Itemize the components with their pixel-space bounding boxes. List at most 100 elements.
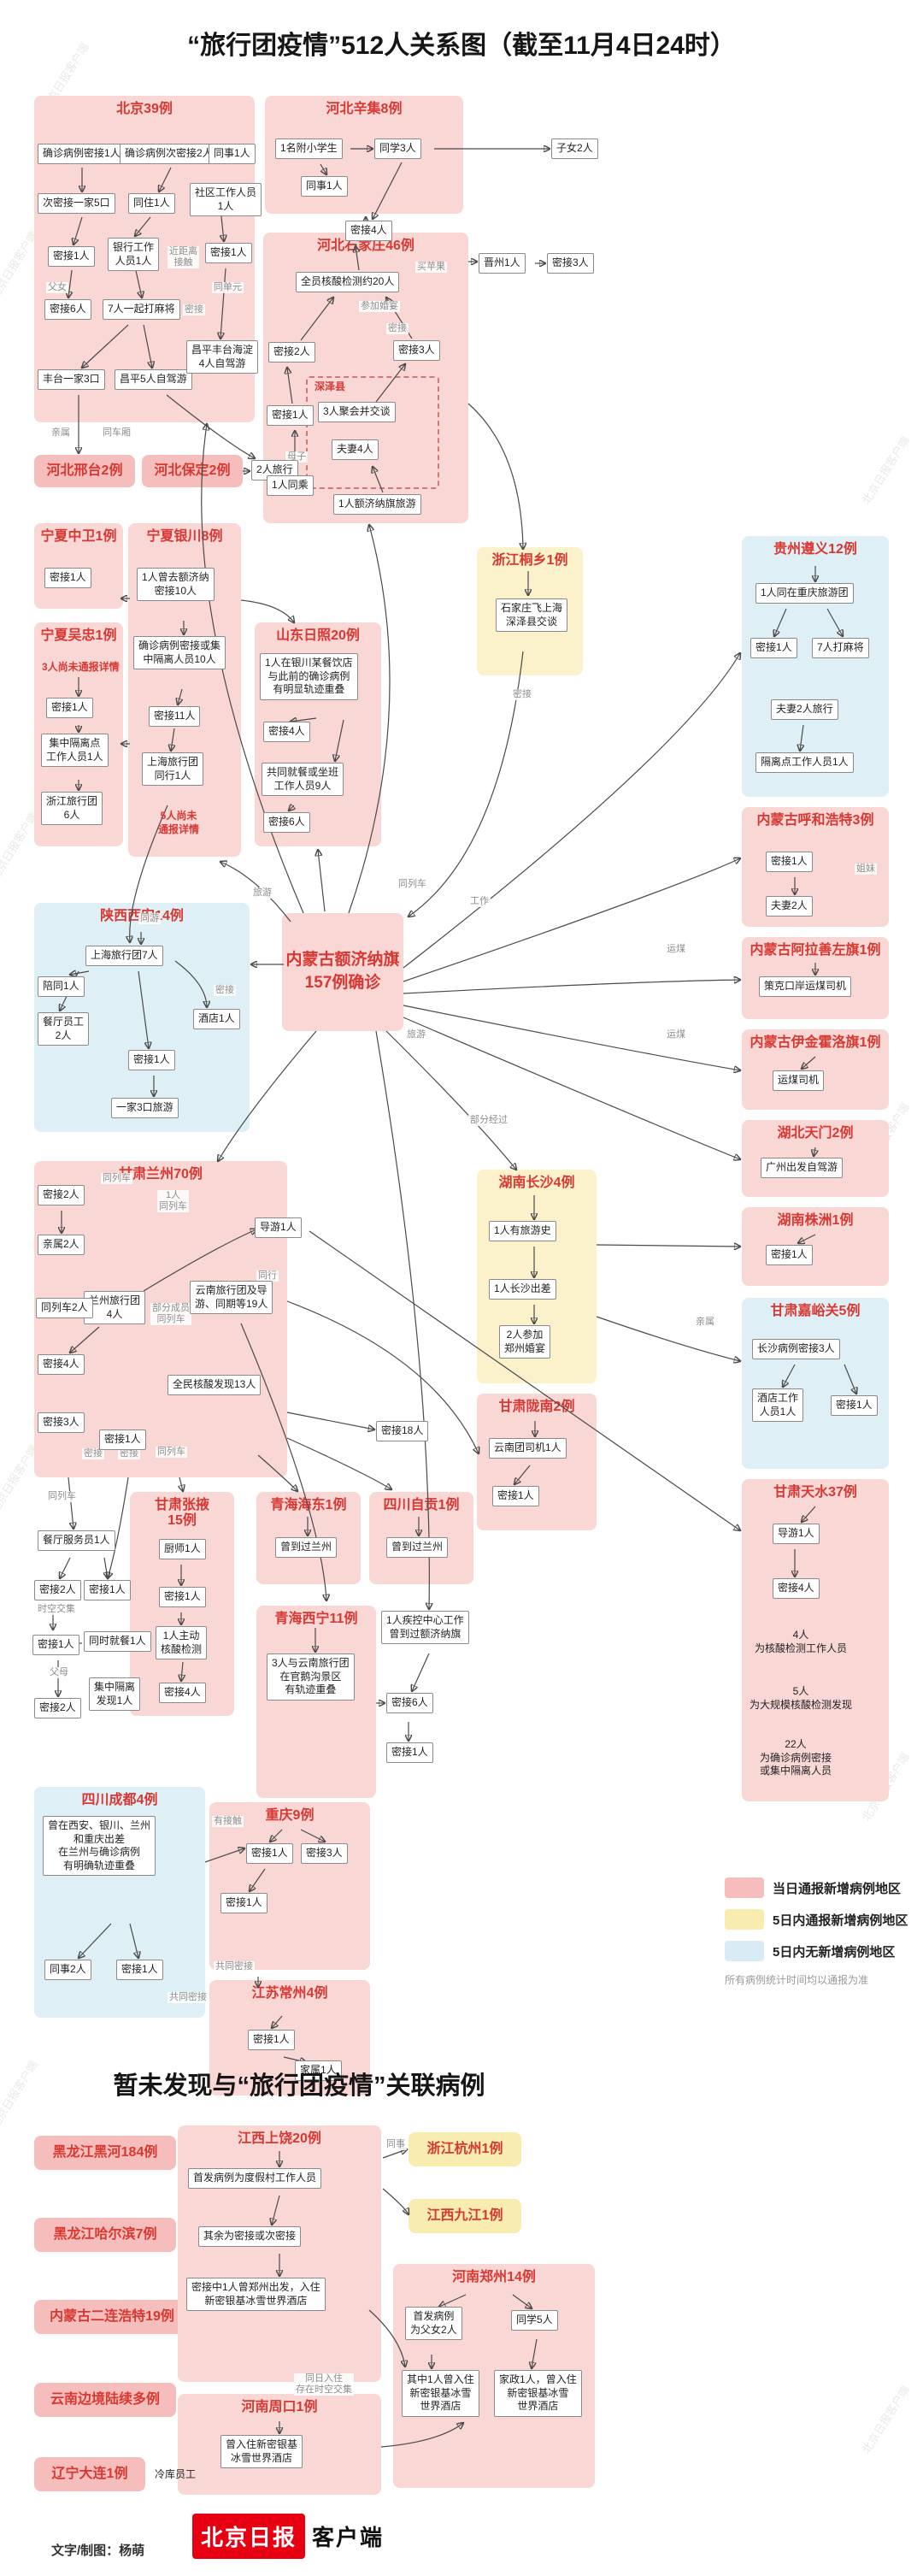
case-node: 密接3人 — [547, 253, 594, 274]
case-node: 陪同1人 — [38, 976, 85, 997]
case-node: 家政1人，曾入住 新密银基冰雪 世界酒店 — [494, 2370, 582, 2417]
case-node: 2人参加 郑州婚宴 — [499, 1325, 551, 1359]
group-title-tianmen: 湖北天门2例 — [777, 1126, 854, 1141]
case-node: 同时就餐1人 — [84, 1631, 151, 1652]
case-node: 1人同乘 — [267, 475, 314, 496]
case-node: 同列车2人 — [36, 1298, 93, 1318]
relation-label: 密接 — [118, 1448, 140, 1460]
edge-arrow — [403, 1005, 740, 1070]
case-node: 同住1人 — [128, 193, 175, 214]
group-chongqing: 重庆9例 — [209, 1802, 370, 1970]
case-node: 运煤司机 — [773, 1070, 825, 1091]
edge-arrow — [385, 1030, 516, 1170]
relation-label: 买苹果 — [415, 262, 447, 274]
case-node: 1人同在重庆旅游团 — [755, 583, 854, 604]
edge-arrow — [596, 1316, 740, 1361]
group-title-zhangye: 甘肃张掖 15例 — [154, 1498, 209, 1529]
case-node: 兰州旅行团 4人 — [84, 1291, 146, 1325]
group-title-shangrao: 江西上饶20例 — [238, 2131, 321, 2146]
group-title-haidong: 青海海东1例 — [270, 1498, 347, 1512]
case-node: 密接6人 — [263, 812, 310, 833]
case-node: 密接中1人曾郑州出发，入住 新密银基冰雪世界酒店 — [186, 2278, 326, 2312]
group-title-jiayuguan: 甘肃嘉峪关5例 — [770, 1304, 861, 1318]
relation-label: 父女 — [46, 282, 68, 294]
case-node: 昌平丰台海淀 4人自驾游 — [186, 340, 259, 374]
relation-label: 密接 — [511, 689, 533, 701]
group-shangrao: 江西上饶20例 — [178, 2125, 381, 2382]
case-node: 同学5人 — [511, 2310, 558, 2331]
publisher-logo: 北京日报 客户端 — [192, 2514, 384, 2559]
group-title-zunyi: 贵州遵义12例 — [773, 542, 857, 557]
case-node: 夫妻2人 — [766, 896, 813, 917]
case-node: 3人与云南旅行团 在官鹅沟景区 有轨迹重叠 — [267, 1653, 355, 1701]
group-title-changsha: 湖南长沙4例 — [498, 1176, 575, 1190]
case-node: 广州出发自驾游 — [761, 1158, 844, 1178]
relation-label: 姐妹 — [855, 864, 877, 875]
case-node: 首发病例 为父女2人 — [405, 2307, 462, 2341]
edge-arrow — [403, 653, 740, 969]
group-shenzexian: 深泽县 — [306, 376, 439, 489]
group-title-tianshui: 甘肃天水37例 — [773, 1485, 857, 1500]
case-node: 1人主动 核酸检测 — [156, 1626, 208, 1660]
case-node: 餐厅服务员1人 — [38, 1530, 115, 1551]
legend-item: 5日内通报新增病例地区 — [725, 1909, 908, 1930]
legend-item: 当日通报新增病例地区 — [725, 1877, 908, 1898]
case-node: 5人尚未 通报详情 — [158, 810, 200, 835]
edge-arrow — [467, 403, 523, 549]
edge-arrow — [403, 1017, 740, 1159]
case-node: 3人尚未通报详情 — [42, 661, 120, 673]
watermark: 北京日报客户端 — [859, 2383, 912, 2456]
case-node: 密接2人 — [268, 342, 315, 363]
relation-label: 部分成员 同列车 — [150, 1303, 191, 1326]
case-node: 集中隔离 发现1人 — [89, 1677, 141, 1712]
group-hangzhou: 浙江杭州1例 — [409, 2132, 521, 2166]
relation-label: 部分经过 — [468, 1115, 509, 1127]
case-node: 1人有旅游史 — [489, 1221, 556, 1241]
group-ejinaqi: 内蒙古额济纳旗 157例确诊 — [282, 913, 403, 1031]
case-node: 同事1人 — [301, 176, 348, 197]
edge-arrow — [403, 980, 740, 994]
relation-label: 共同密接 — [214, 1961, 255, 1973]
relation-label: 旅游 — [251, 887, 273, 899]
case-node: 曾在西安、银川、兰州 和重庆出差 在兰州与确诊病例 有明确轨迹重叠 — [43, 1816, 156, 1877]
group-title-zhongwei: 宁夏中卫1例 — [40, 529, 117, 544]
group-jiujiang: 江西九江1例 — [409, 2199, 521, 2233]
case-node: 密接3人 — [393, 340, 440, 361]
group-title-ejinaqi: 内蒙古额济纳旗 157例确诊 — [285, 951, 400, 992]
case-node: 3人聚会并交谈 — [318, 402, 396, 422]
case-node: 同事2人 — [44, 1960, 91, 1980]
case-node: 密接1人 — [84, 1580, 131, 1600]
edge-arrow — [240, 599, 294, 622]
case-node: 云南旅行团及导 游、同期等19人 — [190, 1281, 273, 1315]
edge-arrow — [179, 1477, 183, 1491]
case-node: 曾到过兰州 — [386, 1537, 449, 1558]
group-alashanzuoqi: 内蒙古阿拉善左旗1例 — [742, 937, 889, 1019]
case-node: 密接1人 — [159, 1587, 206, 1607]
edge-arrow — [596, 1245, 740, 1247]
relation-label: 运煤 — [665, 944, 687, 956]
case-node: 密接6人 — [44, 299, 91, 320]
relation-label: 同列车 — [397, 879, 428, 891]
relation-label: 有接触 — [212, 1816, 244, 1828]
edge-arrow — [412, 1653, 430, 1691]
group-title-alashanzuoqi: 内蒙古阿拉善左旗1例 — [750, 943, 881, 958]
case-node: 晋州1人 — [479, 253, 526, 274]
logo-suffix: 客户端 — [312, 2526, 385, 2550]
case-node: 曾到过兰州 — [275, 1537, 338, 1558]
case-node: 4人 为核酸检测工作人员 — [755, 1629, 848, 1654]
relation-label: 密接 — [214, 985, 236, 997]
case-node: 22人 为确诊病例密接 或集中隔离人员 — [760, 1738, 832, 1777]
group-title-hangzhou: 浙江杭州1例 — [426, 2141, 503, 2156]
relation-label: 父母 — [48, 1667, 70, 1679]
group-title-yinchuan: 宁夏银川8例 — [146, 529, 223, 544]
case-node: 酒店工作 人员1人 — [752, 1388, 804, 1423]
edge-arrow — [409, 651, 524, 917]
group-title-chengdu: 四川成都4例 — [81, 1793, 158, 1807]
relation-label: 亲属 — [694, 1317, 716, 1329]
case-node: 曾入住新密银基 冰雪世界酒店 — [220, 2435, 303, 2469]
case-node: 全员核酸检测约20人 — [296, 272, 400, 292]
case-node: 1人额济纳旗旅游 — [333, 494, 421, 515]
group-title-zigong: 四川自贡1例 — [383, 1498, 460, 1512]
case-node: 确诊病例次密接2人 — [120, 144, 218, 164]
legend-note: 所有病例统计时间均以通报为准 — [725, 1974, 869, 1986]
